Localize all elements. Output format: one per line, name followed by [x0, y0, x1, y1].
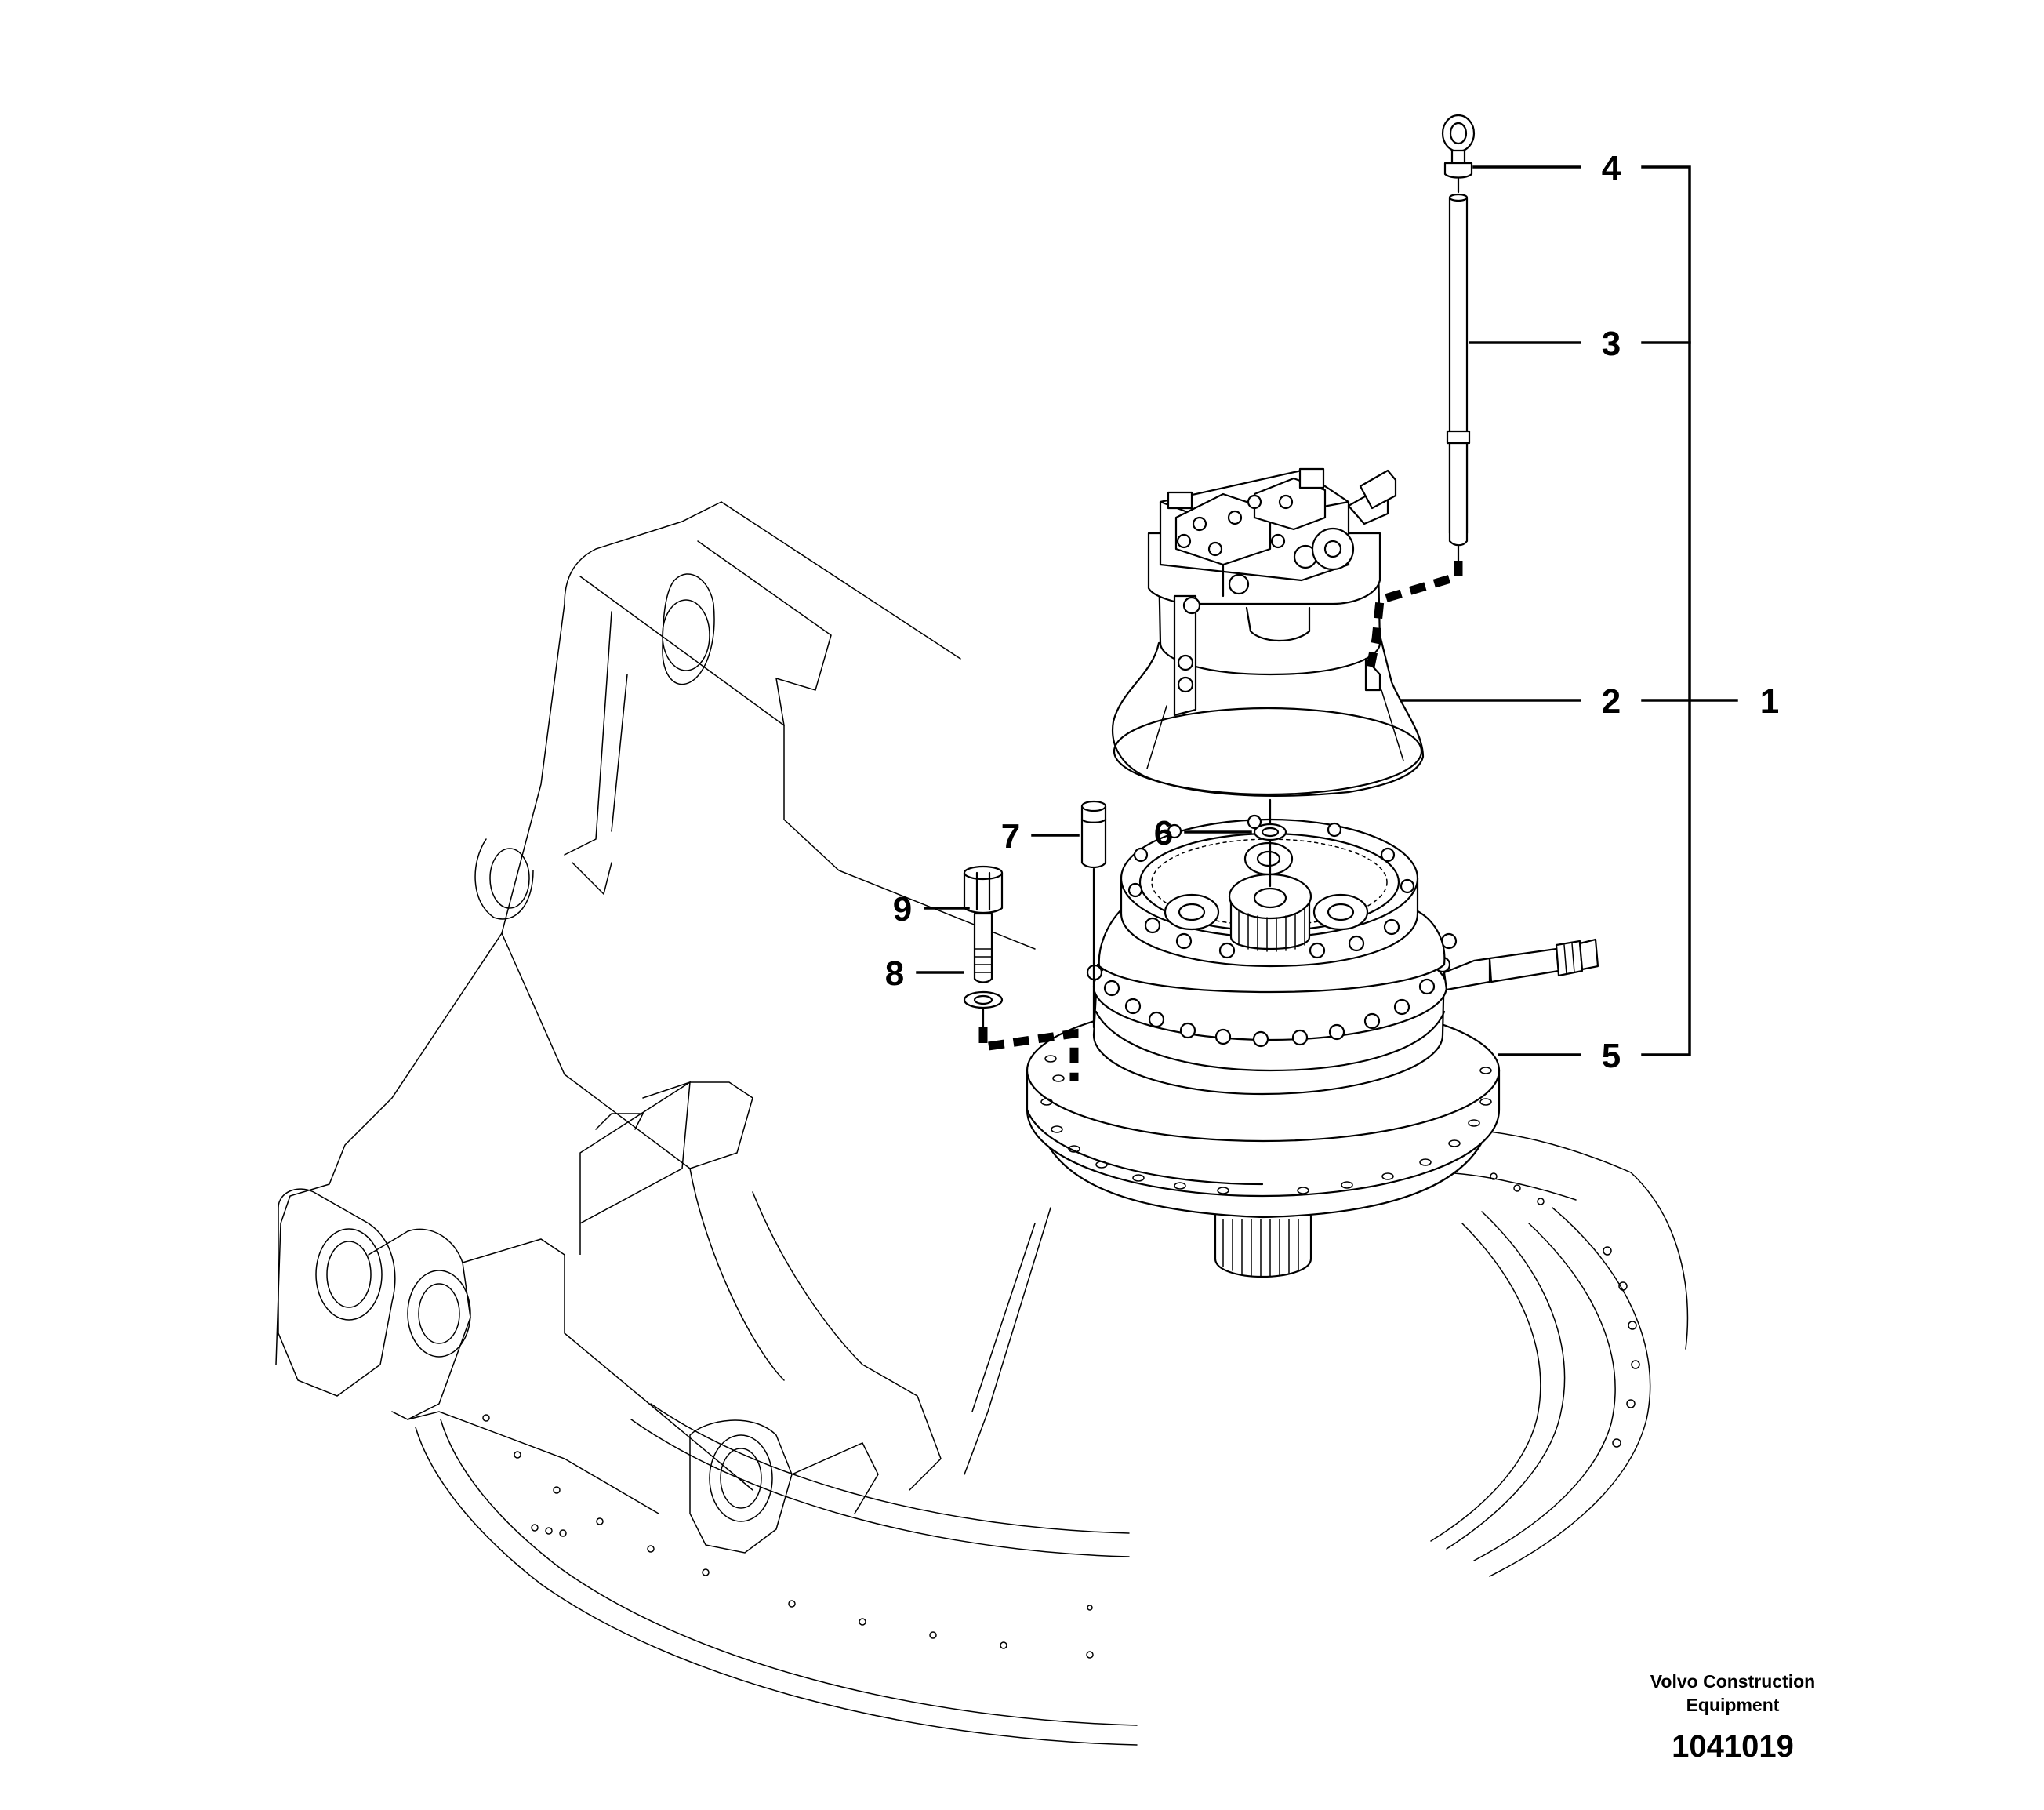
document-number: 1041019	[1672, 1729, 1794, 1764]
part-6-o-ring	[1253, 823, 1287, 841]
callout-4: 4	[1602, 149, 1621, 187]
part-2-swing-motor	[1111, 467, 1425, 797]
ring-gear-bolts	[1127, 814, 1415, 959]
callout-9: 9	[893, 890, 912, 929]
part-8-washer	[963, 990, 1004, 1009]
part-7-dowel-pin	[1080, 800, 1107, 869]
assembly-lines	[978, 545, 1463, 1081]
callout-labels: 1 2 3 4 5 6 7 8 9	[885, 149, 1779, 1075]
title-block: Volvo Construction Equipment 1041019	[1650, 1671, 1815, 1764]
callout-2: 2	[1602, 682, 1621, 721]
callout-6: 6	[1154, 814, 1173, 852]
callout-3: 3	[1602, 325, 1621, 363]
callout-5: 5	[1602, 1037, 1621, 1075]
ring-bolt-holes	[482, 1172, 1640, 1659]
part-3-dipstick-pipe	[1446, 193, 1471, 547]
callout-7: 7	[1001, 817, 1020, 856]
leader-lines	[916, 165, 1738, 1056]
flange-bolt-holes	[1040, 1055, 1492, 1194]
callout-1: 1	[1760, 682, 1779, 721]
planet-gears	[1164, 841, 1369, 931]
upper-frame-structure	[275, 501, 1051, 1554]
drain-pipe-fitting	[1443, 938, 1599, 991]
output-pinion	[1214, 1212, 1312, 1278]
part-9-bolt	[963, 865, 1004, 983]
callout-8: 8	[885, 954, 904, 993]
part-4-dipstick	[1441, 114, 1476, 194]
part-5-swing-gearbox	[1026, 814, 1599, 1278]
company-name-line2: Equipment	[1686, 1695, 1780, 1715]
company-name-line1: Volvo Construction	[1650, 1671, 1815, 1692]
slewing-ring-bearing	[415, 1129, 1689, 1746]
